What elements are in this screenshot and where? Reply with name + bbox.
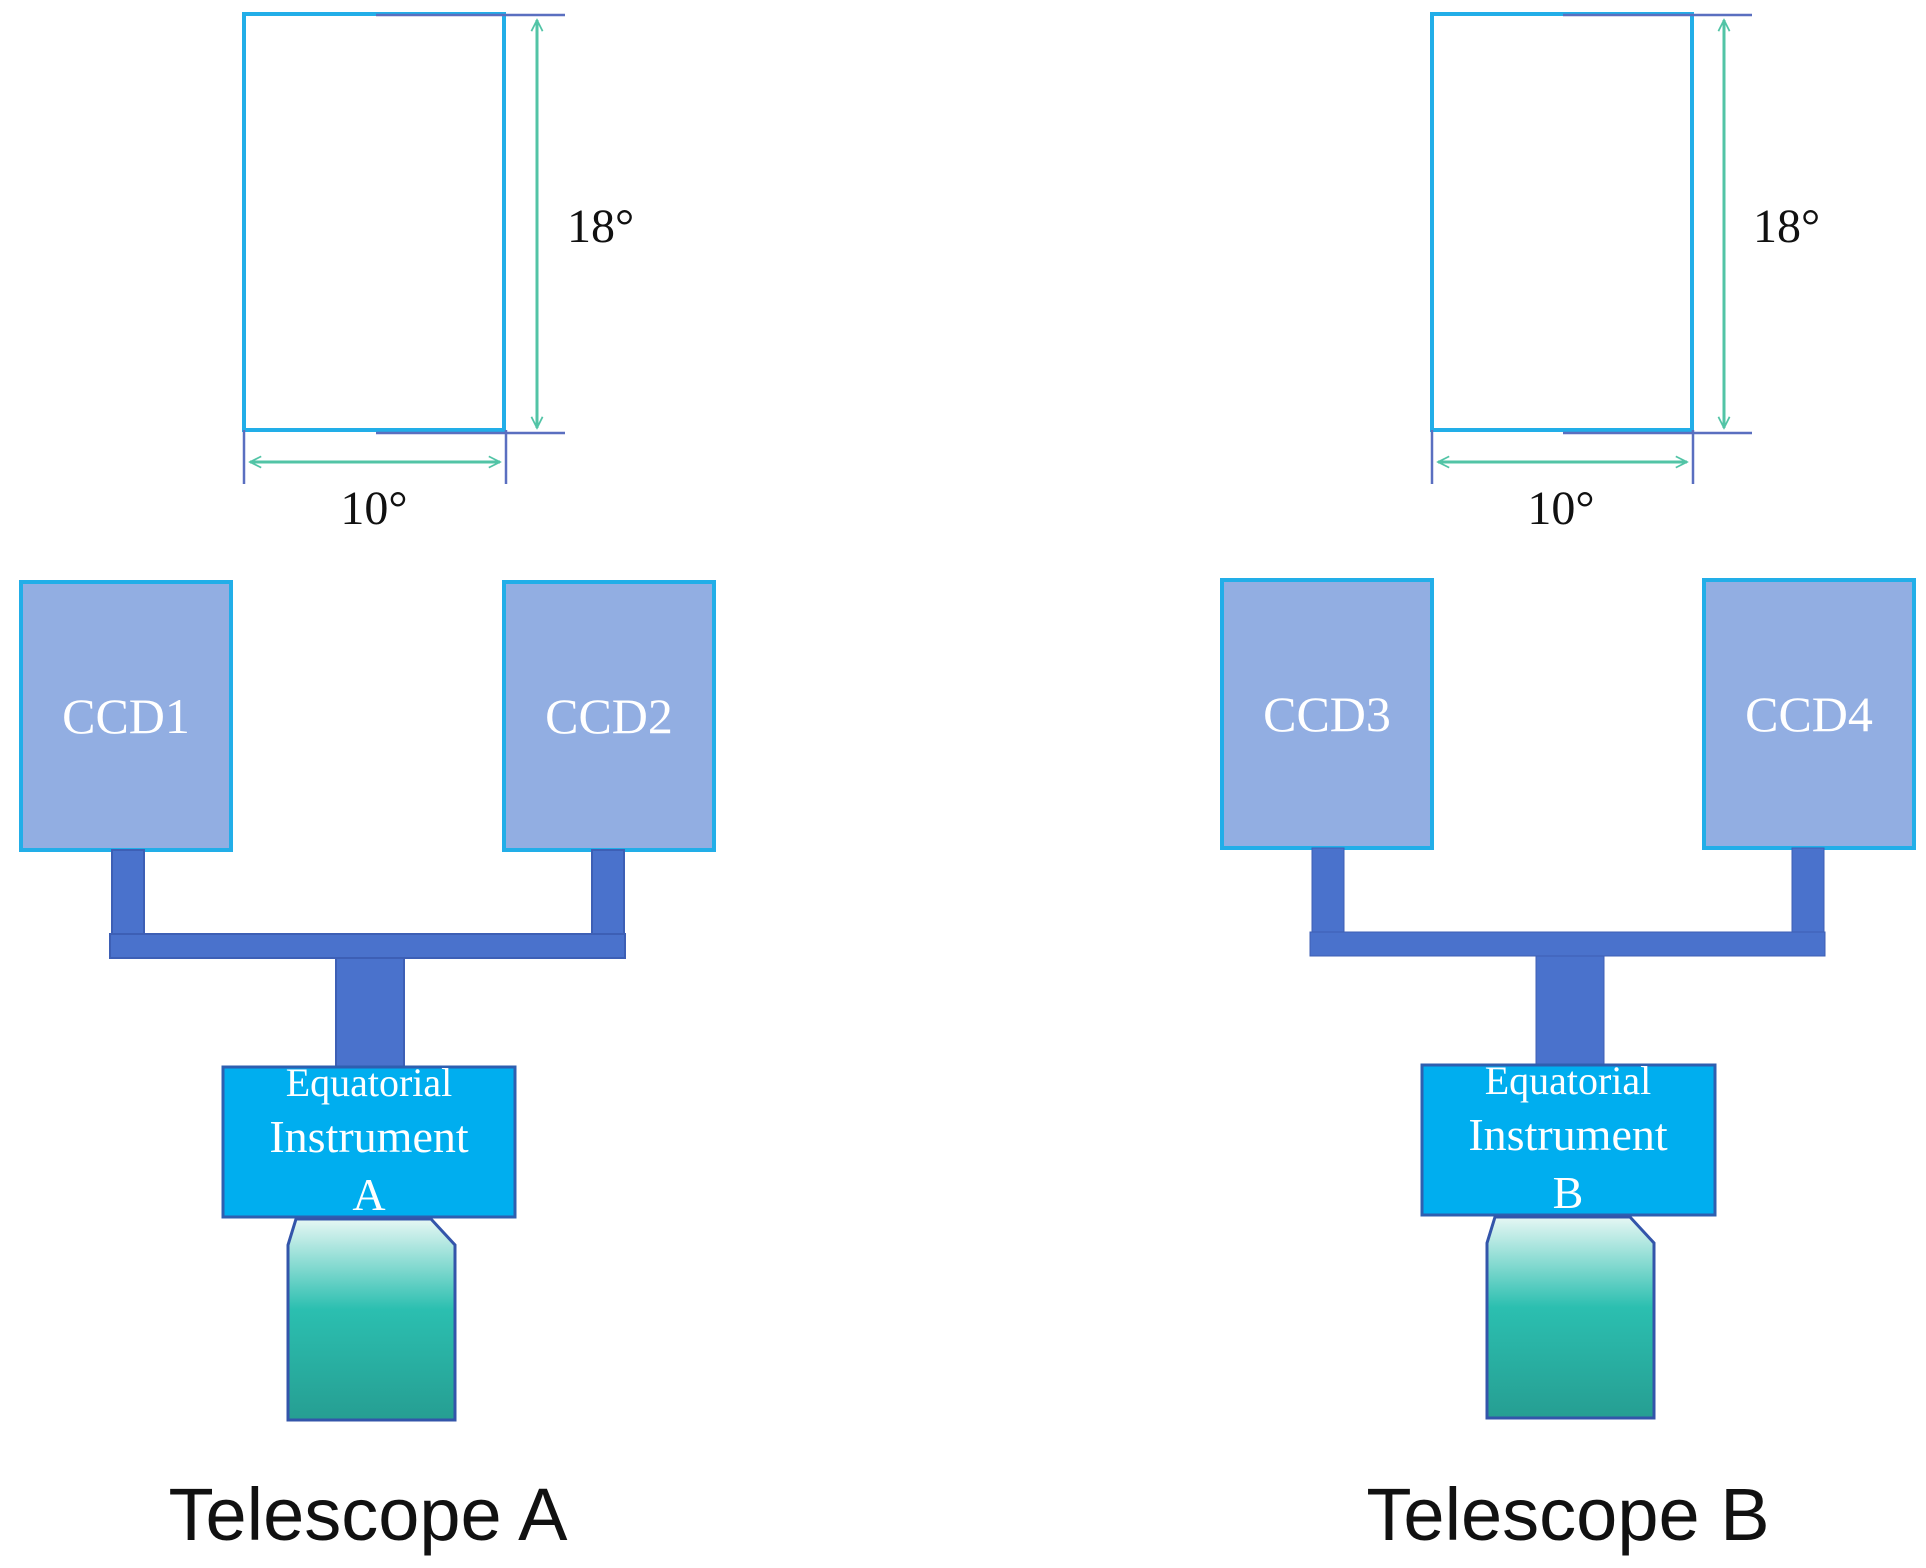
field-of-view-a: 18° 10° — [242, 12, 634, 535]
fov-frame-a — [242, 12, 506, 432]
equatorial-instrument-a: Equatorial Instrument A — [221, 1060, 517, 1220]
ccd-3: CCD3 — [1220, 578, 1434, 850]
fov-width-label: 10° — [340, 482, 407, 535]
equatorial-line-1: Equatorial — [286, 1060, 453, 1105]
mount-bracket-a — [109, 849, 626, 1069]
equatorial-box-b — [1422, 1065, 1715, 1215]
ccd-4-label: CCD4 — [1745, 686, 1873, 742]
telescope-label-b: Telescope B — [1366, 1473, 1769, 1556]
fov-height-label: 18° — [1753, 200, 1820, 253]
mount-post-right — [1791, 847, 1825, 935]
ccd-2-box — [503, 581, 715, 851]
ccd-4: CCD4 — [1702, 578, 1916, 850]
mount-crossbar — [109, 933, 626, 959]
telescope-b: 18° 10° CCD3 CCD4 Equatorial Instrum — [1220, 12, 1916, 1556]
ccd-2-label: CCD2 — [545, 688, 673, 744]
fov-frame-b — [1430, 12, 1694, 432]
mount-post-left — [111, 849, 145, 937]
field-of-view-b: 18° 10° — [1430, 12, 1820, 535]
equatorial-box-a — [223, 1067, 515, 1217]
fov-width-label: 10° — [1527, 482, 1594, 535]
ccd-1: CCD1 — [19, 580, 233, 852]
ccd-1-label: CCD1 — [62, 688, 190, 744]
equatorial-line-2: Instrument — [1468, 1109, 1668, 1160]
telescope-a: 18° 10° CCD1 CCD2 Equatorial Instrum — [19, 12, 716, 1556]
equatorial-line-3: B — [1553, 1167, 1584, 1218]
equatorial-line-1: Equatorial — [1485, 1058, 1652, 1103]
telescope-barrel-b — [1485, 1215, 1656, 1420]
mount-post-right — [591, 849, 625, 937]
equatorial-line-3: A — [352, 1169, 385, 1220]
telescope-barrel-a — [286, 1217, 457, 1422]
ccd-3-box — [1221, 579, 1433, 849]
mount-stem — [335, 957, 405, 1069]
mount-crossbar — [1309, 931, 1826, 957]
fov-height-label: 18° — [567, 200, 634, 253]
equatorial-line-2: Instrument — [269, 1111, 469, 1162]
ccd-2: CCD2 — [502, 580, 716, 852]
mount-stem — [1535, 955, 1605, 1067]
ccd-3-label: CCD3 — [1263, 686, 1391, 742]
telescope-label-a: Telescope A — [168, 1473, 568, 1556]
equatorial-instrument-b: Equatorial Instrument B — [1420, 1058, 1717, 1218]
mount-post-left — [1311, 847, 1345, 935]
ccd-4-box — [1703, 579, 1915, 849]
mount-bracket-b — [1309, 847, 1826, 1067]
